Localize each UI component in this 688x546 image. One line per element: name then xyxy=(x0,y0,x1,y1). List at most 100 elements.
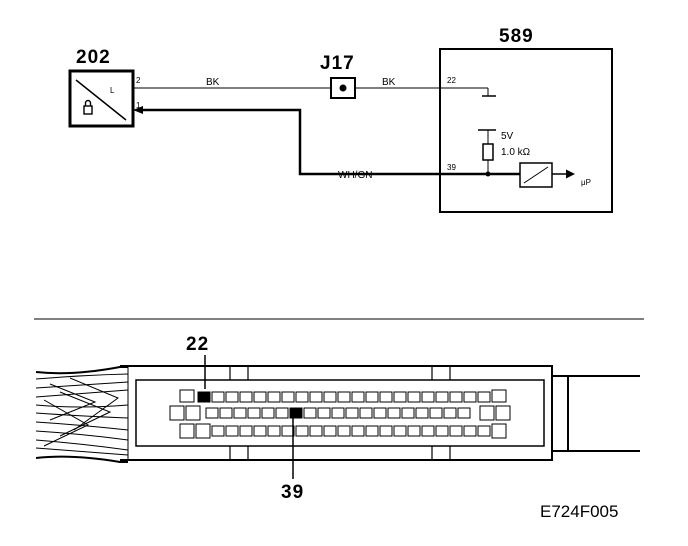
pin-cavity xyxy=(429,407,443,419)
pin-cavity xyxy=(477,425,491,437)
pin-cavity xyxy=(463,425,477,437)
converter-diagonal xyxy=(523,166,549,184)
wires: BK BK WH/GN xyxy=(133,77,520,181)
connector-housing xyxy=(120,365,553,461)
pin-cavity xyxy=(275,407,289,419)
junction-dot xyxy=(485,171,491,177)
pin-cavity-large xyxy=(195,423,211,439)
arrow-left-icon xyxy=(133,106,143,114)
pin-cavity-large xyxy=(179,423,195,439)
wire-bk-a-label: BK xyxy=(206,77,220,88)
latch-tabs xyxy=(229,366,451,460)
component-202-label: 202 xyxy=(76,47,111,68)
pin-cavity xyxy=(267,391,281,403)
pin-cavity xyxy=(359,407,373,419)
pin-cavity xyxy=(435,425,449,437)
pin-cavity xyxy=(331,407,345,419)
pin-cavity xyxy=(379,391,393,403)
supply-voltage-label: 5V xyxy=(501,131,514,142)
pin-cavity-large xyxy=(479,405,495,421)
harness-outline-top xyxy=(35,366,128,375)
pin-cavity xyxy=(457,407,471,419)
component-202-box xyxy=(68,69,135,128)
component-202-pin-top: 2 xyxy=(136,76,141,85)
pin-cavity xyxy=(309,425,323,437)
pin-cavity xyxy=(253,391,267,403)
pin-cavity xyxy=(225,425,239,437)
pin-cavity xyxy=(337,425,351,437)
pin-cavity xyxy=(295,425,309,437)
module-589: 589 22 39 5V 1.0 kΩ μP xyxy=(439,26,613,213)
pin-cavity xyxy=(449,425,463,437)
pin-cavity-large xyxy=(491,423,507,439)
pin-cavity xyxy=(323,425,337,437)
pin-cavity xyxy=(345,407,359,419)
pin-cavity xyxy=(365,391,379,403)
pin-cavity xyxy=(407,425,421,437)
pin-cavity xyxy=(387,407,401,419)
pin-cavity xyxy=(219,407,233,419)
pin-cavity-large xyxy=(169,405,185,421)
pin-cavity xyxy=(393,391,407,403)
pin-cavity xyxy=(421,425,435,437)
pin-cavity xyxy=(477,391,491,403)
pin-cavity xyxy=(407,391,421,403)
output-label: μP xyxy=(581,178,591,187)
pin-cavity xyxy=(337,391,351,403)
pin-cavity xyxy=(401,407,415,419)
module-589-pin-signal: 39 xyxy=(447,163,456,172)
pin-cavity-large xyxy=(179,389,195,403)
figure-code: E724F005 xyxy=(540,502,618,521)
pin-cavity-large xyxy=(185,405,201,421)
pin-cavity xyxy=(443,407,457,419)
splice-j17-label: J17 xyxy=(320,53,355,74)
pin-cavity xyxy=(323,391,337,403)
pullup-resistance-label: 1.0 kΩ xyxy=(501,147,531,158)
pin-cavity xyxy=(435,391,449,403)
wire-wh-gn xyxy=(143,108,520,176)
pin-cavity xyxy=(449,391,463,403)
splice-dot-icon xyxy=(339,84,347,92)
pin-cavity xyxy=(205,407,219,419)
pin-22 xyxy=(197,391,211,403)
module-589-pin-ground: 22 xyxy=(447,76,456,85)
splice-j17: J17 xyxy=(320,53,356,99)
pin-cavity-large xyxy=(491,389,507,403)
pin-face-top xyxy=(135,379,545,384)
component-202-pin-bottom: 1 xyxy=(136,101,141,110)
converter-box xyxy=(519,162,553,188)
pin-face-bottom xyxy=(135,444,545,447)
module-589-label: 589 xyxy=(499,26,534,47)
pin-cavity xyxy=(373,407,387,419)
wire-wh-gn-label: WH/GN xyxy=(338,170,372,181)
module-589-box xyxy=(439,48,613,213)
callout-39-label: 39 xyxy=(281,482,304,503)
pin-cavity xyxy=(239,391,253,403)
arrow-right-icon xyxy=(566,169,575,179)
harness-outline-bottom xyxy=(35,455,128,463)
wire-bk-b-label: BK xyxy=(382,77,396,88)
pin-cavity xyxy=(379,425,393,437)
pin-cavity xyxy=(281,425,295,437)
pin-cavity xyxy=(281,391,295,403)
lock-icon xyxy=(83,99,93,115)
harness-wires xyxy=(35,373,129,456)
pin-cavity xyxy=(211,391,225,403)
pin-cavity xyxy=(295,391,309,403)
pin-cavity xyxy=(351,391,365,403)
pin-cavity xyxy=(309,391,323,403)
pin-cavity xyxy=(253,425,267,437)
pin-cavity xyxy=(393,425,407,437)
pin-cavity xyxy=(261,407,275,419)
component-202: 202 L 2 1 xyxy=(68,47,141,128)
pin-cavity xyxy=(415,407,429,419)
callout-22-label: 22 xyxy=(186,334,209,355)
pin-cavity xyxy=(351,425,365,437)
pin-cavity xyxy=(317,407,331,419)
pin-cavity xyxy=(365,425,379,437)
pin-cavity xyxy=(233,407,247,419)
pin-cavity xyxy=(303,407,317,419)
pin-cavity xyxy=(239,425,253,437)
pin-cavity xyxy=(225,391,239,403)
